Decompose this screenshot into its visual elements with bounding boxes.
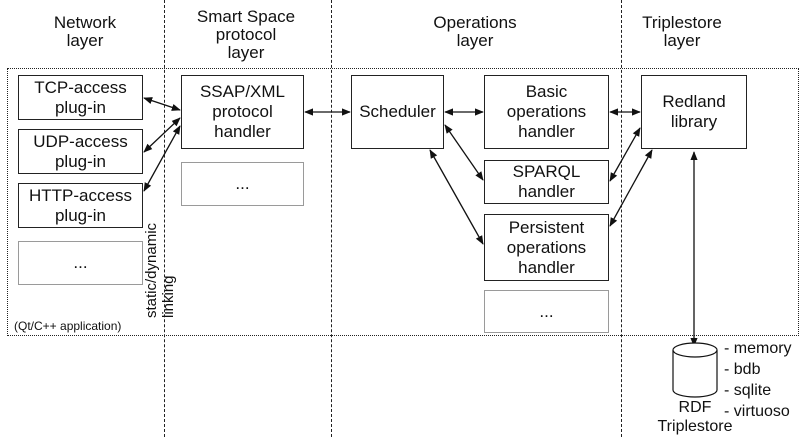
rdf-cylinder-icon xyxy=(672,342,718,398)
arrow-tcp-ssap xyxy=(143,97,181,111)
persistent-operations-handler: Persistent operations handler xyxy=(484,214,609,281)
tcp-access-plugin: TCP-access plug-in xyxy=(18,75,143,120)
application-boundary xyxy=(7,68,799,336)
application-note: (Qt/C++ application) xyxy=(14,319,122,333)
arrow-sparql-redland xyxy=(609,127,641,182)
http-access-plugin: HTTP-access plug-in xyxy=(18,183,143,228)
storage-backends-list: - memory - bdb - sqlite - virtuoso xyxy=(724,340,792,420)
more-network-plugins: ... xyxy=(18,241,143,285)
basic-operations-handler: Basic operations handler xyxy=(484,75,609,149)
more-protocol-handlers: ... xyxy=(181,162,304,206)
arrow-http-ssap xyxy=(143,125,181,192)
more-operation-handlers: ... xyxy=(484,290,609,333)
redland-library: Redland library xyxy=(641,75,747,149)
sparql-handler: SPARQL handler xyxy=(484,160,609,204)
ssap-xml-protocol-handler: SSAP/XML protocol handler xyxy=(181,75,304,149)
udp-access-plugin: UDP-access plug-in xyxy=(18,129,143,174)
arrow-scheduler-persistent xyxy=(429,149,484,245)
header-operations-layer: Operations layer xyxy=(433,13,517,50)
arrow-scheduler-sparql xyxy=(444,124,484,181)
rdf-triplestore-label: RDF Triplestore xyxy=(657,399,733,435)
separator-network-protocol xyxy=(164,0,165,437)
header-network-layer: Network layer xyxy=(53,13,117,50)
arrow-persistent-redland xyxy=(609,149,653,227)
header-triplestore-layer: Triplestore layer xyxy=(642,13,722,50)
separator-protocol-operations xyxy=(331,0,332,437)
scheduler: Scheduler xyxy=(351,75,444,149)
header-smart-space-layer: Smart Space protocol layer xyxy=(196,7,296,62)
